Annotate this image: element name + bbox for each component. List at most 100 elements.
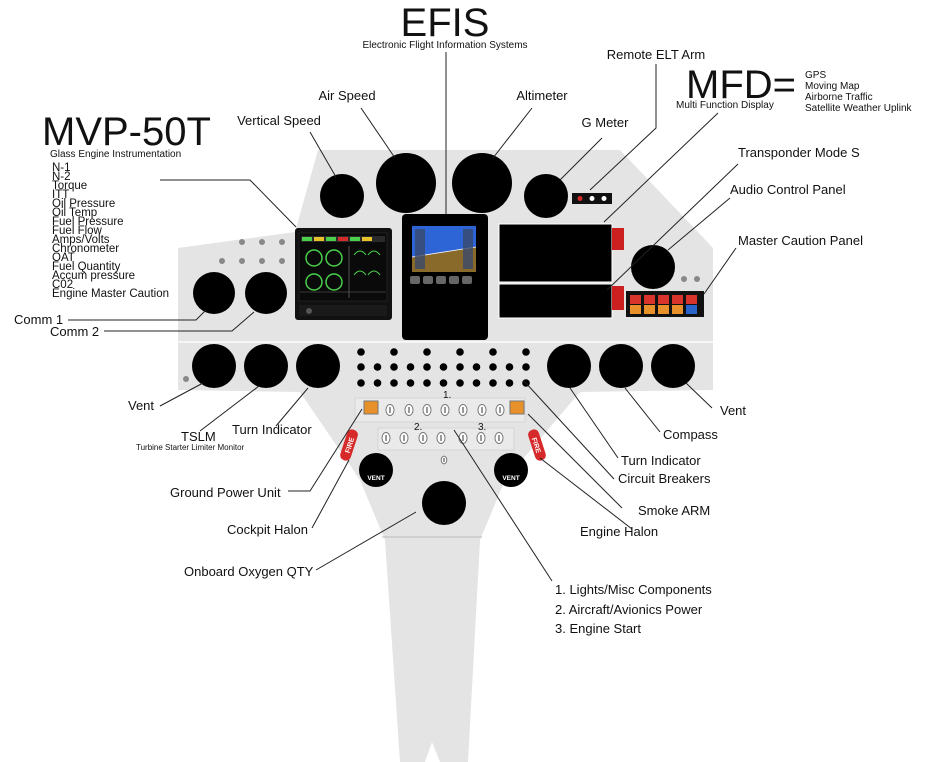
transponder-label: Transponder Mode S (738, 145, 860, 160)
toggle-switch[interactable] (436, 432, 446, 444)
circuit-breaker[interactable] (489, 379, 497, 387)
tslm-sublabel: Turbine Starter Limiter Monitor (136, 443, 245, 452)
circuit-breaker[interactable] (505, 379, 514, 387)
circuit-breaker[interactable] (357, 348, 365, 356)
circuit-breaker[interactable] (390, 348, 398, 356)
circuit-breaker[interactable] (423, 379, 431, 387)
circuit-breaker[interactable] (456, 348, 464, 356)
toggle-switch[interactable] (494, 432, 504, 444)
orange-switch-left[interactable] (363, 400, 379, 415)
toggle-switches[interactable] (381, 404, 505, 465)
comm-2-label: Comm 2 (50, 324, 99, 339)
toggle-switch[interactable] (404, 404, 414, 416)
mvp-parameter-item: Accum pressure (52, 270, 135, 282)
switch-group-1-label: 1. (443, 390, 451, 401)
toggle-switch[interactable] (399, 432, 409, 444)
lower-panel (178, 342, 713, 762)
circuit-breaker[interactable] (439, 363, 448, 371)
vent-left-outlet[interactable] (192, 344, 236, 388)
mvp-parameter-item: N-1 (52, 162, 71, 174)
smoke-arm-label: Smoke ARM (638, 503, 710, 518)
transponder-unit[interactable] (498, 283, 624, 319)
toggle-switch[interactable] (458, 432, 468, 444)
master-caution-label: Master Caution Panel (738, 233, 863, 248)
circuit-breaker[interactable] (456, 379, 464, 387)
compass-gauge (599, 344, 643, 388)
circuit-breaker[interactable] (489, 363, 497, 371)
mvp-parameter-item: Chronometer (52, 243, 119, 255)
efis-display[interactable] (402, 214, 488, 340)
vent-right-outlet[interactable] (651, 344, 695, 388)
oxygen-qty-gauge (422, 481, 466, 525)
legend-item-3: 3. Engine Start (555, 621, 641, 636)
mfd-item-airborne-traffic: Airborne Traffic (805, 92, 873, 103)
toggle-switch[interactable] (440, 455, 448, 465)
circuit-breaker[interactable] (522, 348, 530, 356)
toggle-switch[interactable] (381, 432, 391, 444)
panel-screws (183, 239, 700, 382)
toggle-switch[interactable] (495, 404, 505, 416)
circuit-breaker[interactable] (357, 363, 365, 371)
circuit-breaker[interactable] (489, 348, 497, 356)
vent-knob-left-label: VENT (367, 475, 384, 482)
air-speed-gauge (376, 153, 436, 213)
toggle-switch[interactable] (477, 404, 487, 416)
toggle-switch[interactable] (422, 404, 432, 416)
turn-indicator-right-gauge (547, 344, 591, 388)
circuit-breaker[interactable] (456, 363, 464, 371)
orange-switch-right[interactable] (509, 400, 525, 415)
vent-right-label: Vent (720, 403, 746, 418)
leader-lines (68, 52, 739, 582)
vent-knob-left[interactable]: VENT (359, 453, 393, 487)
circuit-breaker[interactable] (522, 363, 530, 371)
circuit-breaker[interactable] (373, 379, 382, 387)
circuit-breaker[interactable] (472, 363, 481, 371)
mvp-50t-display[interactable] (295, 228, 392, 320)
mvp-title: MVP-50T (42, 110, 211, 154)
fire-handle-right[interactable]: FIRE (527, 428, 547, 462)
mvp-parameter-item: Oil Pressure (52, 198, 115, 210)
circuit-breaker[interactable] (423, 348, 431, 356)
altimeter-label: Altimeter (516, 88, 568, 103)
air-speed-label: Air Speed (318, 88, 375, 103)
toggle-switch[interactable] (418, 432, 428, 444)
circuit-breaker[interactable] (390, 379, 398, 387)
circuit-breaker[interactable] (472, 379, 481, 387)
master-caution-panel[interactable] (626, 291, 704, 317)
oxygen-label: Onboard Oxygen QTY (184, 564, 314, 579)
circuit-breaker[interactable] (373, 363, 382, 371)
fire-right-label: FIRE (530, 437, 542, 455)
circuit-breaker[interactable] (439, 379, 448, 387)
legend-item-1: 1. Lights/Misc Components (555, 582, 712, 597)
mvp-parameter-item: OAT (52, 252, 75, 264)
mvp-parameter-item: Engine Master Caution (52, 288, 169, 300)
toggle-switch[interactable] (440, 404, 450, 416)
circuit-breaker[interactable] (406, 379, 415, 387)
comm-2-knob[interactable] (245, 272, 287, 314)
circuit-breaker[interactable] (505, 363, 514, 371)
circuit-breaker[interactable] (406, 363, 415, 371)
fire-handle-left[interactable]: FIRE (339, 428, 359, 462)
vent-knob-right[interactable]: VENT (494, 453, 528, 487)
circuit-breaker[interactable] (357, 379, 365, 387)
audio-control-knob[interactable] (631, 245, 675, 289)
mfd-display[interactable] (498, 223, 624, 283)
toggle-switch[interactable] (476, 432, 486, 444)
tslm-label: TSLM (181, 429, 216, 444)
vent-left-label: Vent (128, 398, 154, 413)
circuit-breaker[interactable] (423, 363, 431, 371)
toggle-switch[interactable] (385, 404, 395, 416)
circuit-breaker-grid[interactable] (357, 348, 530, 387)
toggle-switch[interactable] (458, 404, 468, 416)
remote-elt-arm-unit[interactable] (572, 193, 612, 204)
fire-left-label: FIRE (345, 436, 357, 454)
efis-subtitle: Electronic Flight Information Systems (362, 40, 527, 51)
circuit-breaker[interactable] (390, 363, 398, 371)
comm-1-knob[interactable] (193, 272, 235, 314)
switch-group-2-label: 2. (414, 422, 422, 433)
mfd-item-moving-map: Moving Map (805, 81, 860, 92)
ground-power-label: Ground Power Unit (170, 485, 281, 500)
efis-title: EFIS (401, 1, 490, 45)
